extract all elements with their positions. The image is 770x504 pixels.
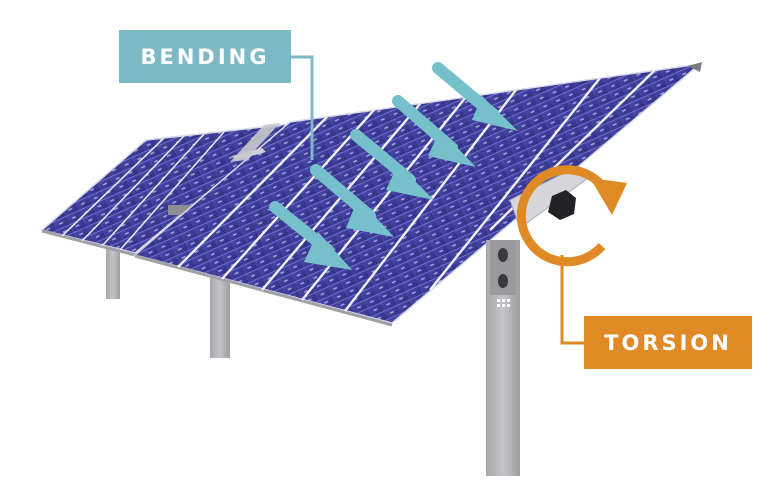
bending-arrow-icon: [310, 164, 394, 237]
bending-arrow-icon: [392, 95, 476, 167]
torsion-label-text: TORSION: [604, 330, 732, 355]
bending-arrow-icon: [432, 62, 518, 131]
support-post-left: [106, 245, 120, 299]
bending-arrow-icon: [269, 201, 352, 270]
bending-label-text: BENDING: [140, 44, 270, 69]
drive-post: [486, 240, 520, 476]
vent-holes: [497, 299, 510, 307]
bending-leader-line: [291, 55, 314, 160]
bolt-icon: [498, 248, 508, 262]
bending-arrow-icon: [350, 129, 434, 200]
torsion-label: TORSION: [584, 316, 752, 369]
torque-tube-bearing: [509, 165, 589, 229]
support-post-middle: [210, 275, 230, 358]
solar-panel-rear: [40, 122, 293, 257]
bolt-icon: [498, 274, 508, 288]
torque-tube-hex-end: [548, 190, 576, 220]
bending-arrows: [269, 62, 518, 270]
torsion-arrow-icon: [516, 165, 627, 345]
bending-label: BENDING: [119, 30, 291, 83]
